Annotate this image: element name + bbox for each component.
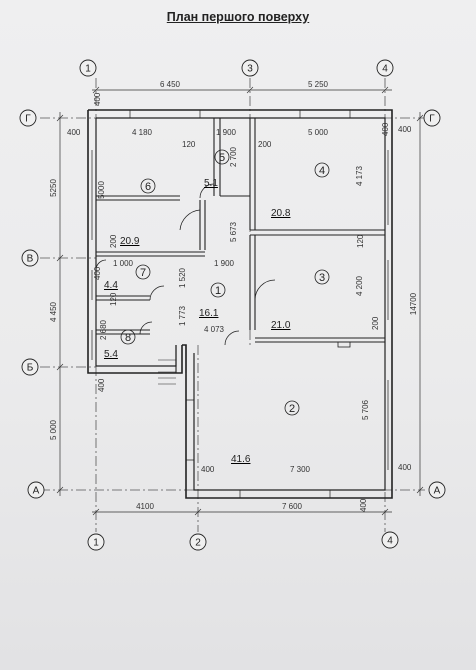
dim-wall-right-top: 400 xyxy=(398,125,412,134)
dim-room5-height: 2 700 xyxy=(229,146,238,167)
room-number-5: 5 xyxy=(219,152,225,164)
dim-wall-room4-right: 400 xyxy=(381,122,390,136)
room-area-7: 4.4 xyxy=(104,280,118,291)
dim-wall-room2-left: 400 xyxy=(201,465,215,474)
room-area-2: 41.6 xyxy=(231,454,251,465)
dim-wall-room3-top: 120 xyxy=(356,234,365,248)
room-number-7: 7 xyxy=(140,267,146,279)
axis-bottom-4: 4 xyxy=(387,536,393,547)
dim-room2-width: 7 300 xyxy=(290,465,311,474)
dim-room8-height: 2 680 xyxy=(99,319,108,340)
axis-left-a: А xyxy=(33,486,40,497)
walls xyxy=(87,109,393,499)
axis-top-1: 1 xyxy=(85,64,91,75)
room-number-1: 1 xyxy=(215,285,221,297)
axis-left-v: В xyxy=(27,254,34,265)
dim-room5-width: 1 900 xyxy=(216,128,237,137)
dim-right-total: 14700 xyxy=(409,292,418,315)
room-number-6: 6 xyxy=(145,181,151,193)
dim-wall-room8-top: 120 xyxy=(109,292,118,306)
dim-room1-height: 5 673 xyxy=(229,221,238,242)
dim-room1-width-bottom: 4 073 xyxy=(204,325,225,334)
dim-bottom-1-2: 4100 xyxy=(136,502,154,511)
dim-room1-lower-height: 1 773 xyxy=(178,305,187,326)
dim-wall-bottom-right: 400 xyxy=(359,498,368,512)
room-number-2: 2 xyxy=(289,403,295,415)
dim-room3-height: 4 200 xyxy=(355,275,364,296)
axis-bottom-1: 1 xyxy=(93,538,99,549)
room-area-8: 5.4 xyxy=(104,349,118,360)
room-area-4: 20.8 xyxy=(271,208,291,219)
room-number-3: 3 xyxy=(319,272,325,284)
axis-right-g: Г xyxy=(429,114,435,125)
dim-room4-height: 4 173 xyxy=(355,165,364,186)
dim-wall-bottom-left: 400 xyxy=(97,378,106,392)
dim-wall-room4-left: 200 xyxy=(258,140,272,149)
dim-room2-height: 5 706 xyxy=(361,399,370,420)
dim-wall-room2-right: 400 xyxy=(398,463,412,472)
axis-bottom-2: 2 xyxy=(195,538,201,549)
axis-top-3: 3 xyxy=(247,64,253,75)
room-area-1: 16.1 xyxy=(199,308,219,319)
axis-top-4: 4 xyxy=(382,64,388,75)
axis-bubbles xyxy=(19,59,446,551)
dim-top-1-3: 6 450 xyxy=(160,80,181,89)
dim-room1-width-top: 1 900 xyxy=(214,259,235,268)
dim-wall-top-left: 400 xyxy=(93,92,102,106)
dim-room1-small-height: 1 520 xyxy=(178,267,187,288)
plan-title: План першого поверху xyxy=(166,10,310,24)
dim-left-b-a: 5 000 xyxy=(49,419,58,440)
dim-wall-room6-bottom: 200 xyxy=(109,234,118,248)
axis-right-a: А xyxy=(434,486,441,497)
dim-room6-height: 5000 xyxy=(97,181,106,199)
room-area-3: 21.0 xyxy=(271,320,291,331)
dimension-lines xyxy=(56,86,424,516)
room-area-6: 20.9 xyxy=(120,236,140,247)
room-number-8: 8 xyxy=(125,332,131,344)
axis-left-g: Г xyxy=(25,114,31,125)
dim-room6-width: 4 180 xyxy=(132,128,153,137)
dim-wall-room7: 400 xyxy=(93,266,102,280)
dim-bottom-2-4: 7 600 xyxy=(282,502,303,511)
dim-room7-width: 1 000 xyxy=(113,259,134,268)
room-number-4: 4 xyxy=(319,165,325,177)
dim-wall-room3-bottom: 200 xyxy=(371,316,380,330)
room-area-5: 5.1 xyxy=(204,178,218,189)
dim-top-3-4: 5 250 xyxy=(308,80,329,89)
dim-wall-room6: 120 xyxy=(182,140,196,149)
dim-wall-left-top: 400 xyxy=(67,128,81,137)
dim-left-g-v: 5250 xyxy=(49,179,58,197)
dim-left-v-b: 4 450 xyxy=(49,301,58,322)
axis-left-b: Б xyxy=(27,363,34,374)
dim-room4-width: 5 000 xyxy=(308,128,329,137)
room-markers xyxy=(120,149,330,416)
